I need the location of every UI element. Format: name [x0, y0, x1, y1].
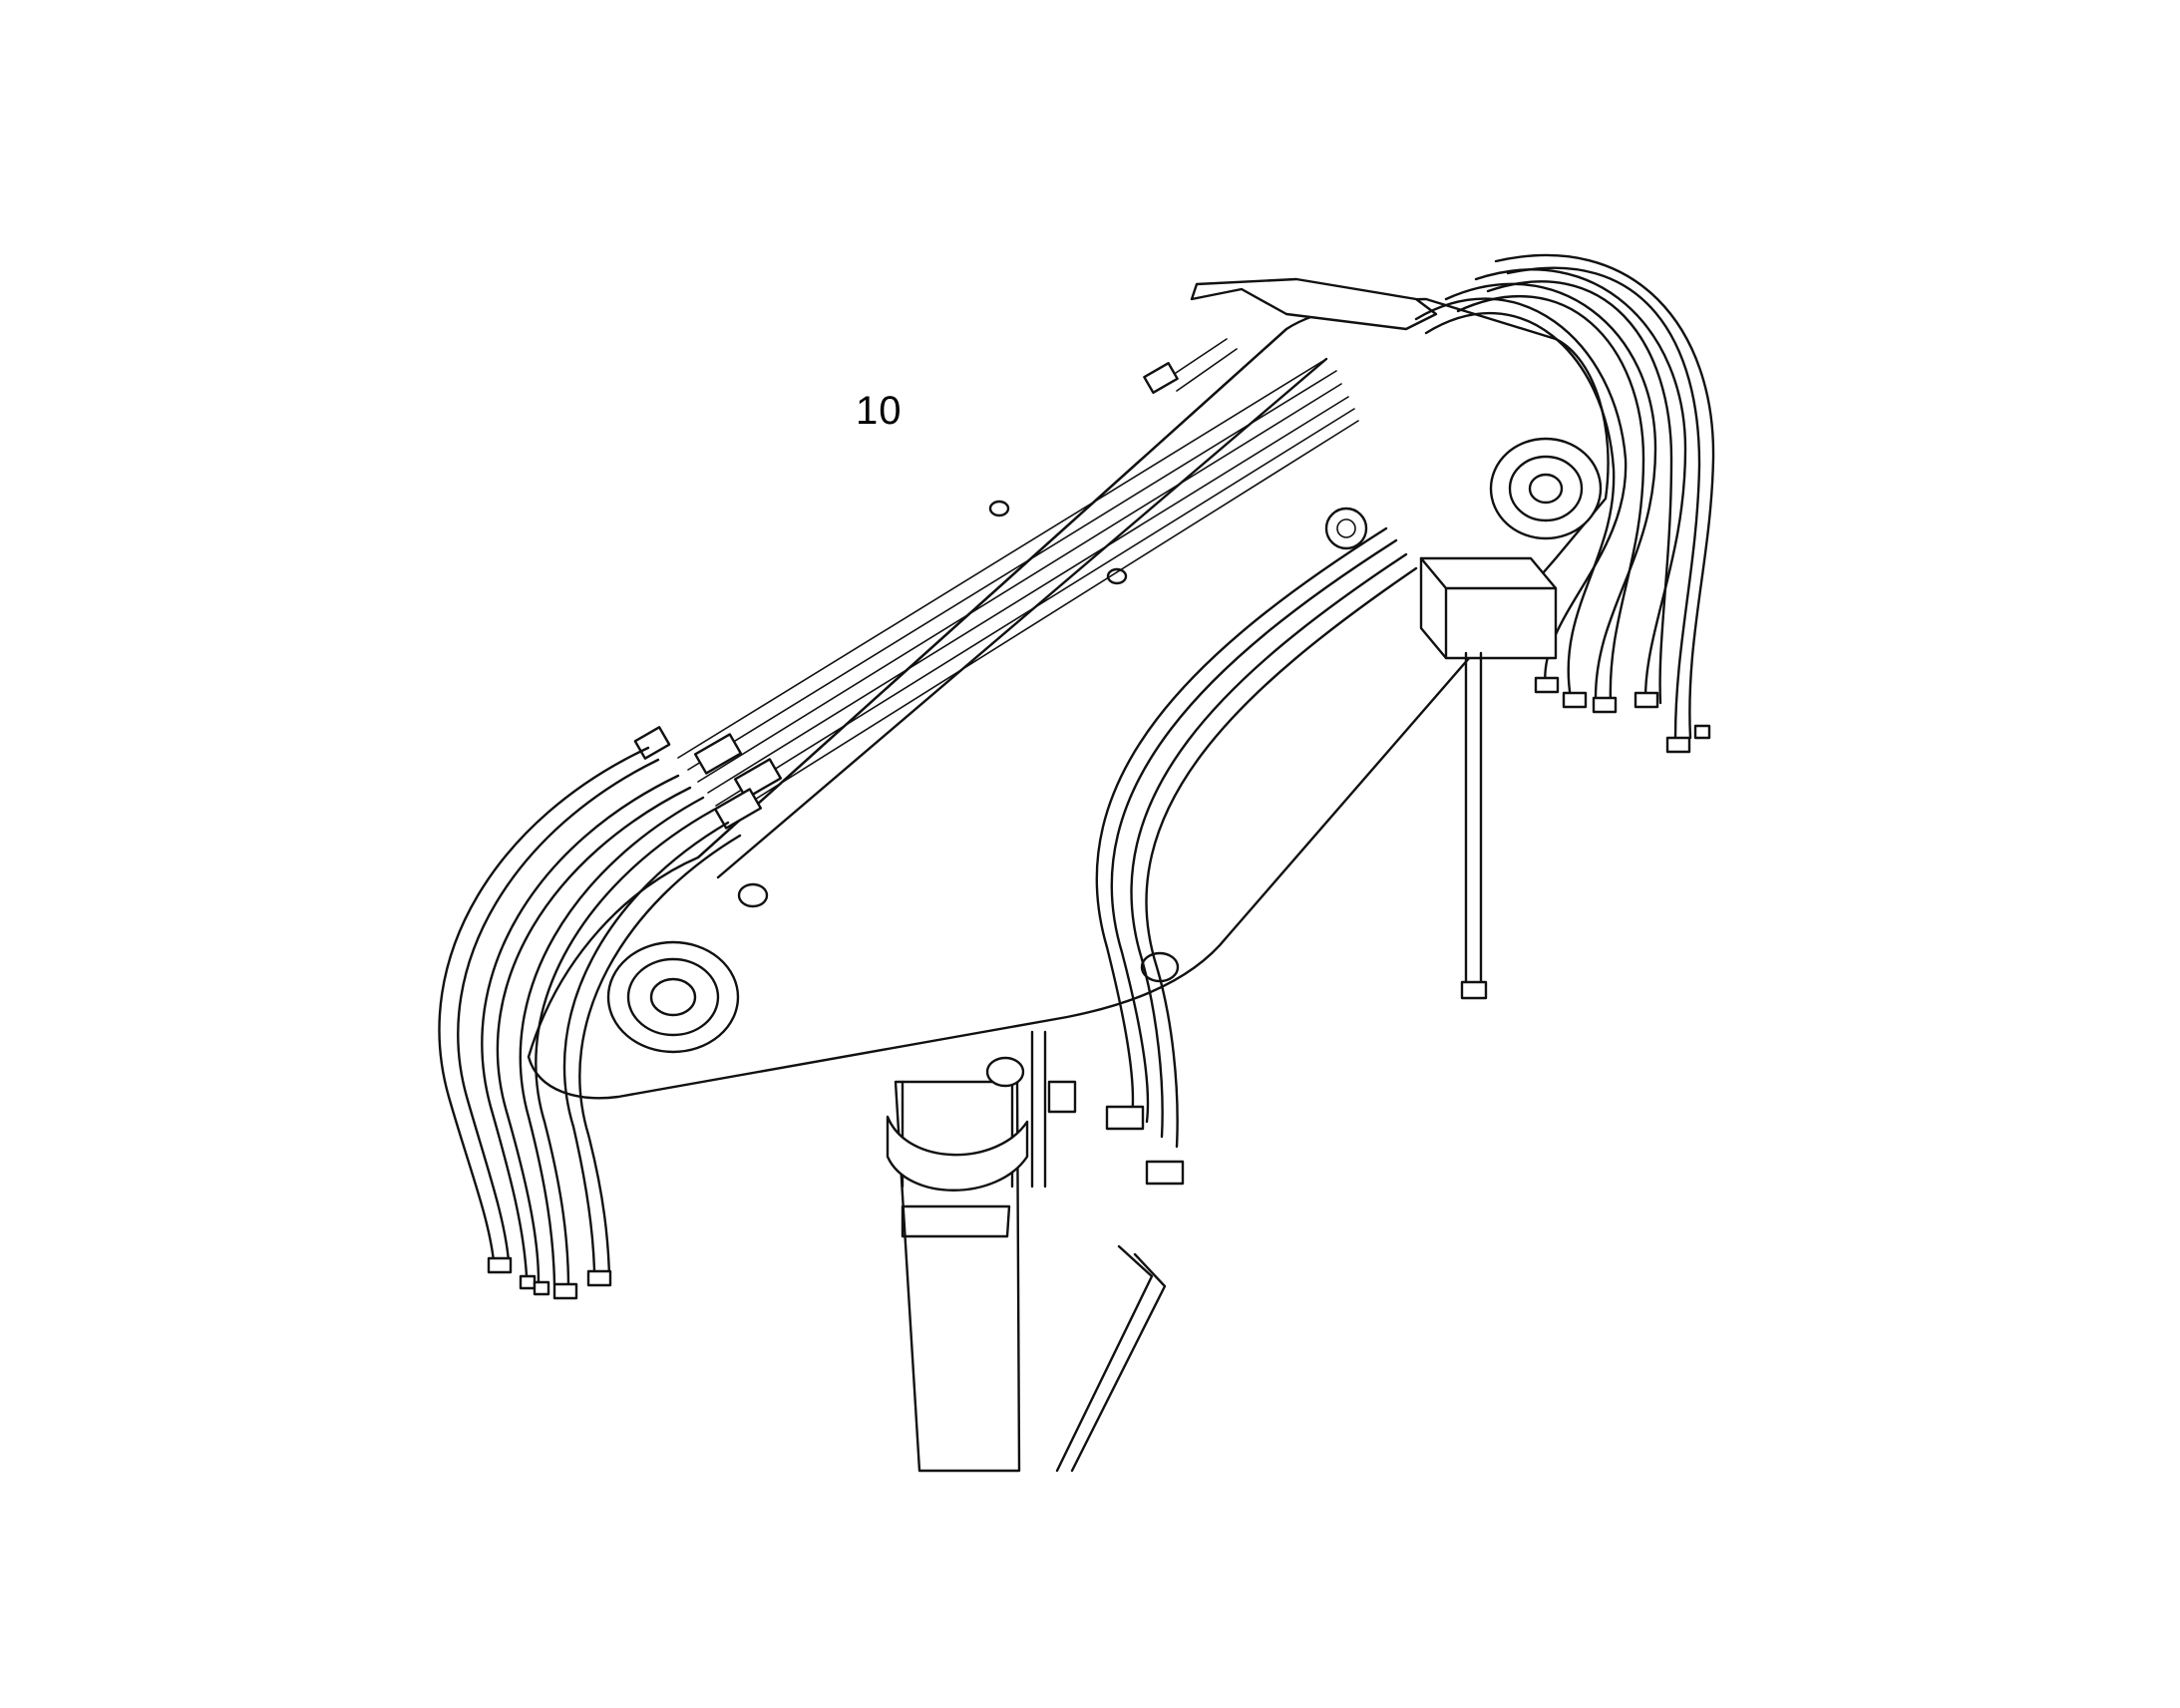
hose-clamps-lower [633, 362, 1179, 830]
boom-side-hoses [1095, 526, 1418, 1149]
valve-block [1324, 507, 1558, 660]
boom-body [527, 277, 1610, 1100]
top-hose-bundle [677, 338, 1359, 819]
left-hose-fittings [487, 1256, 612, 1300]
left-hose-fan [438, 746, 742, 1290]
upper-pivot-boss [1489, 437, 1603, 540]
drain-rod [1055, 1244, 1167, 1473]
boss-holes [737, 500, 1180, 1088]
hose-clamps-mast [1030, 1030, 1185, 1189]
mast-column [886, 1080, 1029, 1473]
callout-label: 10 [856, 389, 903, 433]
right-hose-fan [1414, 253, 1715, 740]
right-hose-fittings [1534, 676, 1711, 754]
support-rod [1460, 651, 1488, 1000]
lower-pivot-boss [606, 940, 740, 1054]
